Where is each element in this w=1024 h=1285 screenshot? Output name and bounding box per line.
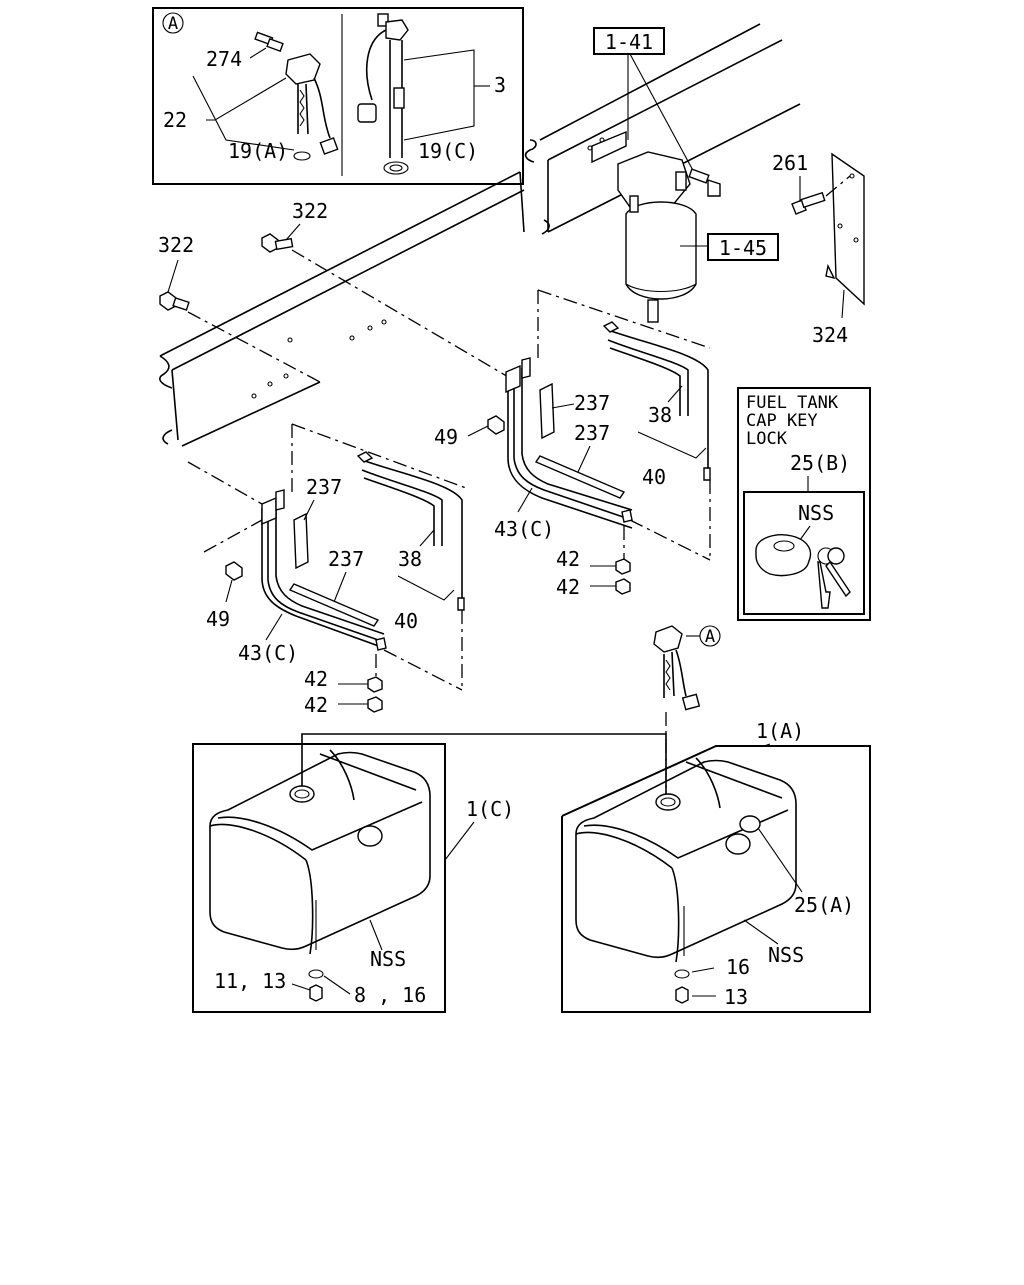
inset-a-box: A 274 22 19(A) 3	[152, 7, 524, 185]
callout-16: 16	[726, 955, 750, 979]
callout-43c-right: 43(C)	[494, 517, 554, 541]
bolt-261-icon	[791, 191, 826, 215]
fuel-sender-lower-icon	[653, 625, 701, 711]
callout-38-left: 38	[398, 547, 422, 571]
callout-19a: 19(A)	[228, 139, 288, 163]
callout-42-left-a: 42	[304, 667, 328, 691]
inset-marker: A	[168, 14, 178, 34]
callout-25a: 25(A)	[794, 893, 854, 917]
key-lock-title-1: FUEL TANK	[746, 393, 839, 413]
callout-49-left: 49	[206, 607, 230, 631]
bolt-icon	[688, 168, 721, 197]
key-lock-title-3: LOCK	[746, 429, 788, 449]
bracket-assembly-left	[187, 423, 467, 691]
callout-42-right-b: 42	[556, 575, 580, 599]
bolt-322-left-icon	[159, 291, 190, 311]
callout-40-left: 40	[394, 609, 418, 633]
callout-11-13: 11, 13	[214, 969, 286, 993]
tank-1a-box	[561, 745, 871, 1013]
callout-237-left-a: 237	[306, 475, 342, 499]
callout-nss-right: NSS	[768, 943, 804, 967]
callout-322-left: 322	[158, 233, 194, 257]
frame-rail-front	[159, 171, 525, 447]
callout-1c: 1(C)	[466, 797, 514, 821]
ref-1-41: 1-41	[605, 30, 653, 54]
key-lock-title-2: CAP KEY	[746, 411, 818, 431]
callout-38-right: 38	[648, 403, 672, 427]
key-lock-box: FUEL TANK CAP KEY LOCK 25(B) NSS	[737, 387, 871, 621]
bolt-322-right-icon	[261, 233, 294, 253]
callout-19c: 19(C)	[418, 139, 478, 163]
callout-1a: 1(A)	[756, 719, 804, 743]
nut-49-right-icon	[487, 415, 505, 435]
ref-1-45: 1-45	[719, 236, 767, 260]
callout-42-right-a: 42	[556, 547, 580, 571]
callout-237-left-b: 237	[328, 547, 364, 571]
callout-40-right: 40	[642, 465, 666, 489]
nut-49-left-icon	[225, 561, 243, 581]
callout-13: 13	[724, 985, 748, 1009]
callout-22: 22	[163, 108, 187, 132]
bracket-plate-icon	[825, 152, 865, 306]
fuel-sender-c-icon	[357, 13, 409, 175]
callout-3: 3	[494, 73, 506, 97]
callout-42-left-b: 42	[304, 693, 328, 717]
fuel-sender-a-icon	[254, 31, 339, 161]
key-lock-nss: NSS	[798, 501, 834, 525]
nut-42-left-upper-icon	[367, 676, 383, 693]
nut-42-left-lower-icon	[367, 696, 383, 713]
callout-49-right: 49	[434, 425, 458, 449]
fuel-cap-with-keys-icon	[755, 534, 851, 609]
callout-274: 274	[206, 47, 242, 71]
tank-1c-box	[192, 743, 446, 1013]
callout-322-right: 322	[292, 199, 328, 223]
key-lock-part-number: 25(B)	[790, 451, 850, 475]
callout-324: 324	[812, 323, 848, 347]
callout-237-right-a: 237	[574, 391, 610, 415]
marker-a-lower: A	[705, 627, 715, 647]
callout-43c-left: 43(C)	[238, 641, 298, 665]
fuel-filter-icon	[617, 151, 697, 323]
bracket-assembly-right	[505, 289, 711, 561]
nut-42-right-lower-icon	[615, 578, 631, 595]
callout-237-right-b: 237	[574, 421, 610, 445]
nut-42-right-upper-icon	[615, 558, 631, 575]
callout-261: 261	[772, 151, 808, 175]
callout-8-16: 8 , 16	[354, 983, 426, 1007]
callout-nss-left: NSS	[370, 947, 406, 971]
